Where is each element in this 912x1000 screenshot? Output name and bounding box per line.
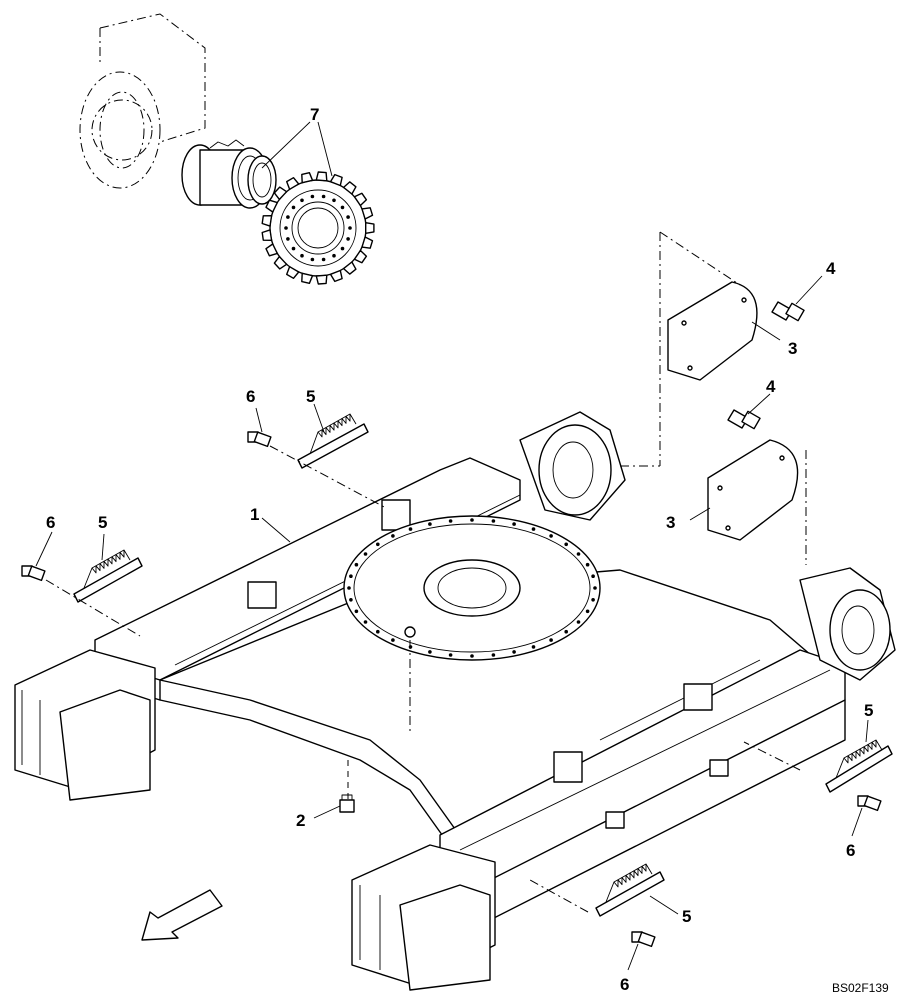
- track-guard-front: [595, 863, 665, 917]
- track-guard-left: [73, 549, 143, 603]
- callout-cover-lower: 3: [666, 513, 675, 532]
- bearing-bolt-holes: [347, 518, 597, 658]
- track-guard-upper: [297, 413, 369, 469]
- bolt-cover-upper: [771, 301, 805, 322]
- drawing-code: BS02F139: [832, 981, 889, 995]
- callout-guard-d: 5: [682, 907, 691, 926]
- front-direction-arrow-icon: [141, 889, 223, 941]
- bolt-guard-left: [21, 565, 46, 582]
- motor-mount-bracket: [79, 13, 206, 189]
- callout-plug: 2: [296, 811, 305, 830]
- travel-motor: [181, 139, 277, 209]
- track-guard-right: [825, 739, 893, 793]
- callout-bolt-cover-upper: 4: [826, 259, 836, 278]
- sprocket-teeth: [261, 171, 375, 285]
- bolt-guard-right: [857, 795, 882, 812]
- callout-guard-a: 5: [306, 387, 315, 406]
- drive-sprocket: [261, 171, 375, 285]
- swing-bearing-mount: [343, 515, 601, 661]
- bolt-cover-lower: [727, 409, 761, 430]
- bolt-guard-front: [631, 931, 656, 948]
- sprocket-bolt-holes: [284, 194, 352, 262]
- cover-plate-lower: [707, 439, 799, 541]
- drain-plug: [339, 794, 355, 813]
- callout-guard-c: 5: [864, 701, 873, 720]
- undercarriage-frame: [14, 411, 896, 991]
- callout-bolt-c: 6: [846, 841, 855, 860]
- callout-frame: 1: [250, 505, 259, 524]
- callout-guard-b: 5: [98, 513, 107, 532]
- callout-bolt-d: 6: [620, 975, 629, 994]
- callout-cover-upper: 3: [788, 339, 797, 358]
- callout-bolt-a: 6: [246, 387, 255, 406]
- cover-plate-upper: [667, 281, 758, 381]
- bolt-guard-upper: [247, 431, 272, 448]
- callout-bolt-cover-lower: 4: [766, 377, 776, 396]
- callout-bolt-b: 6: [46, 513, 55, 532]
- callout-drive-motor: 7: [310, 105, 319, 124]
